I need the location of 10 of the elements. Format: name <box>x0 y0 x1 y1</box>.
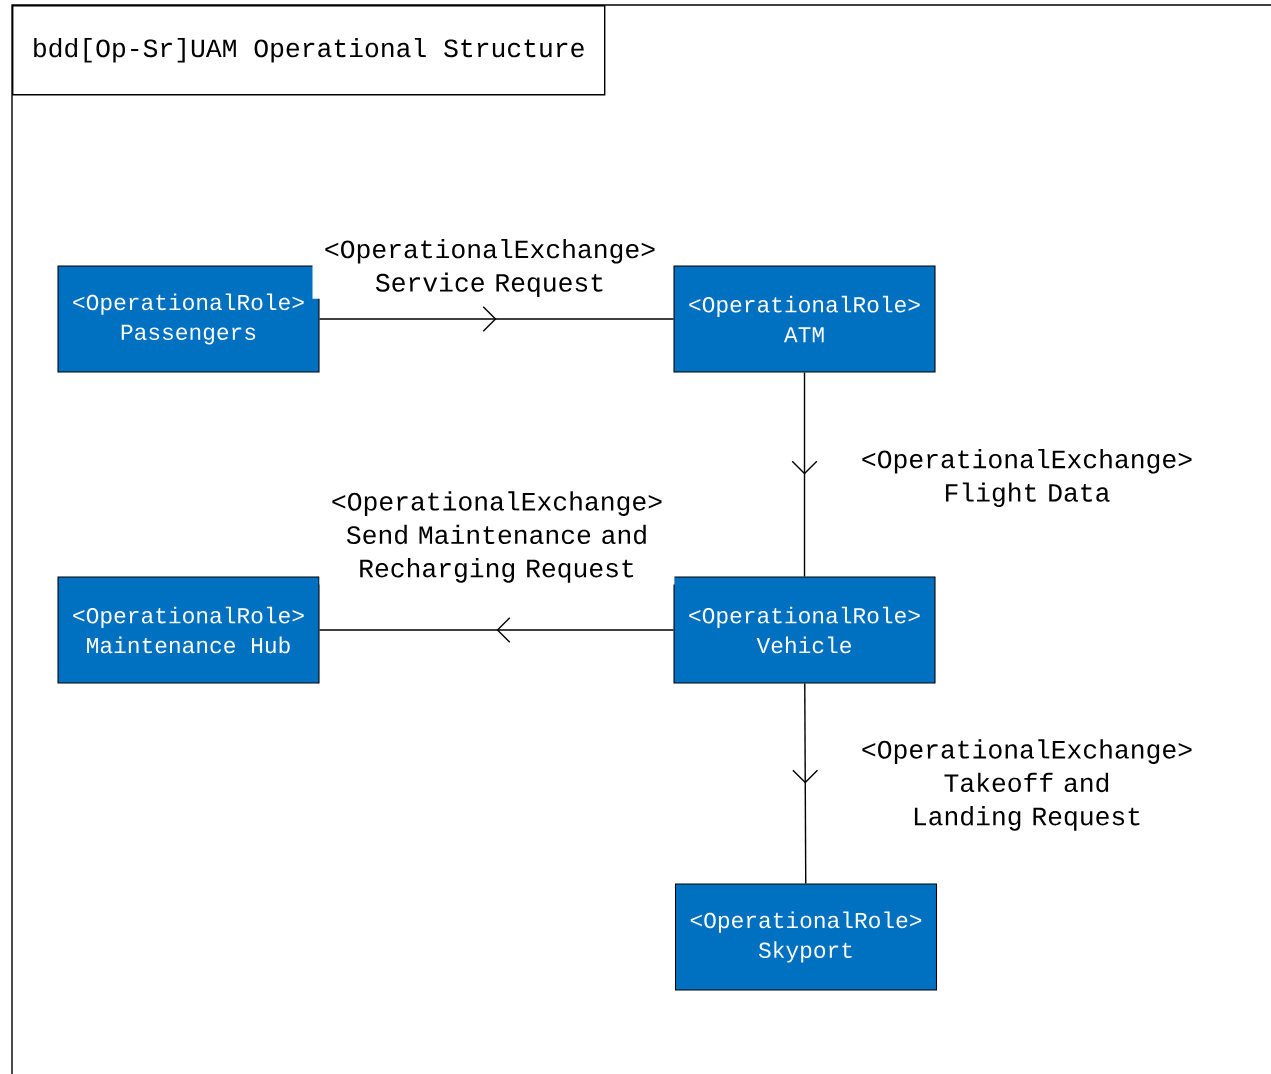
role-box: <OperationalRole> Passengers <box>57 265 320 373</box>
edge-label: <OperationalExchange> Flight Data <box>849 447 1205 509</box>
edge-label: <OperationalExchange> Takeoff and Landing Request <box>849 737 1205 833</box>
role-box: <OperationalRole> Maintenance Hub <box>57 576 320 684</box>
edge-label: <OperationalExchange> Send Maintenance and Recharging Request <box>319 489 675 585</box>
edge-label: <OperationalExchange> Service Request <box>312 237 668 299</box>
role-box: <OperationalRole> ATM <box>673 265 936 373</box>
role-box: <OperationalRole> Skyport <box>674 883 938 991</box>
title-tab: bdd[Op-Sr]UAM Operational Structure <box>12 5 606 96</box>
role-box: <OperationalRole> Vehicle <box>673 576 936 684</box>
